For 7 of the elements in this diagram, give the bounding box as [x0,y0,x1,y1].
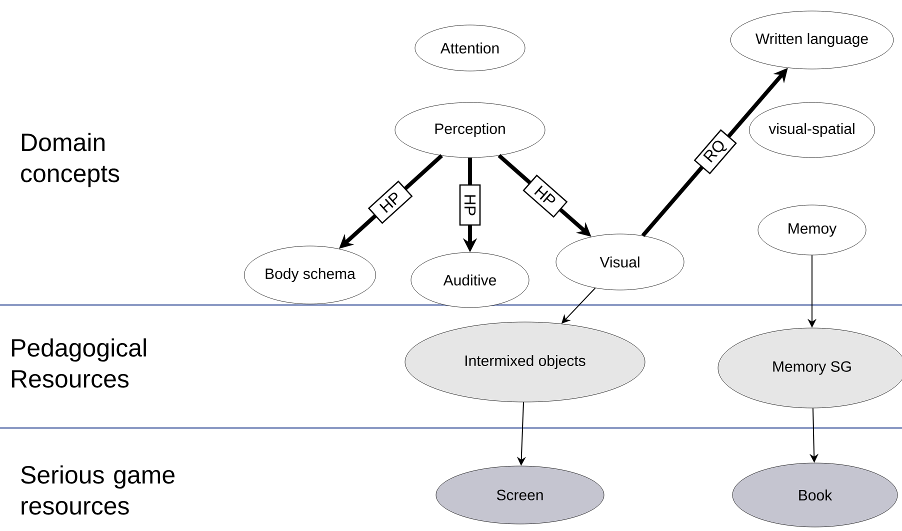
edge-label: RQ [703,140,728,162]
edge-label: HP [534,186,556,202]
layer-label: Pedagogical Resources [12,338,146,388]
edge-label: HP [464,195,476,216]
layer-label: Domain concepts [21,132,120,188]
edge-label: HP [379,192,398,213]
layer-label: Serious game resources [21,465,174,515]
